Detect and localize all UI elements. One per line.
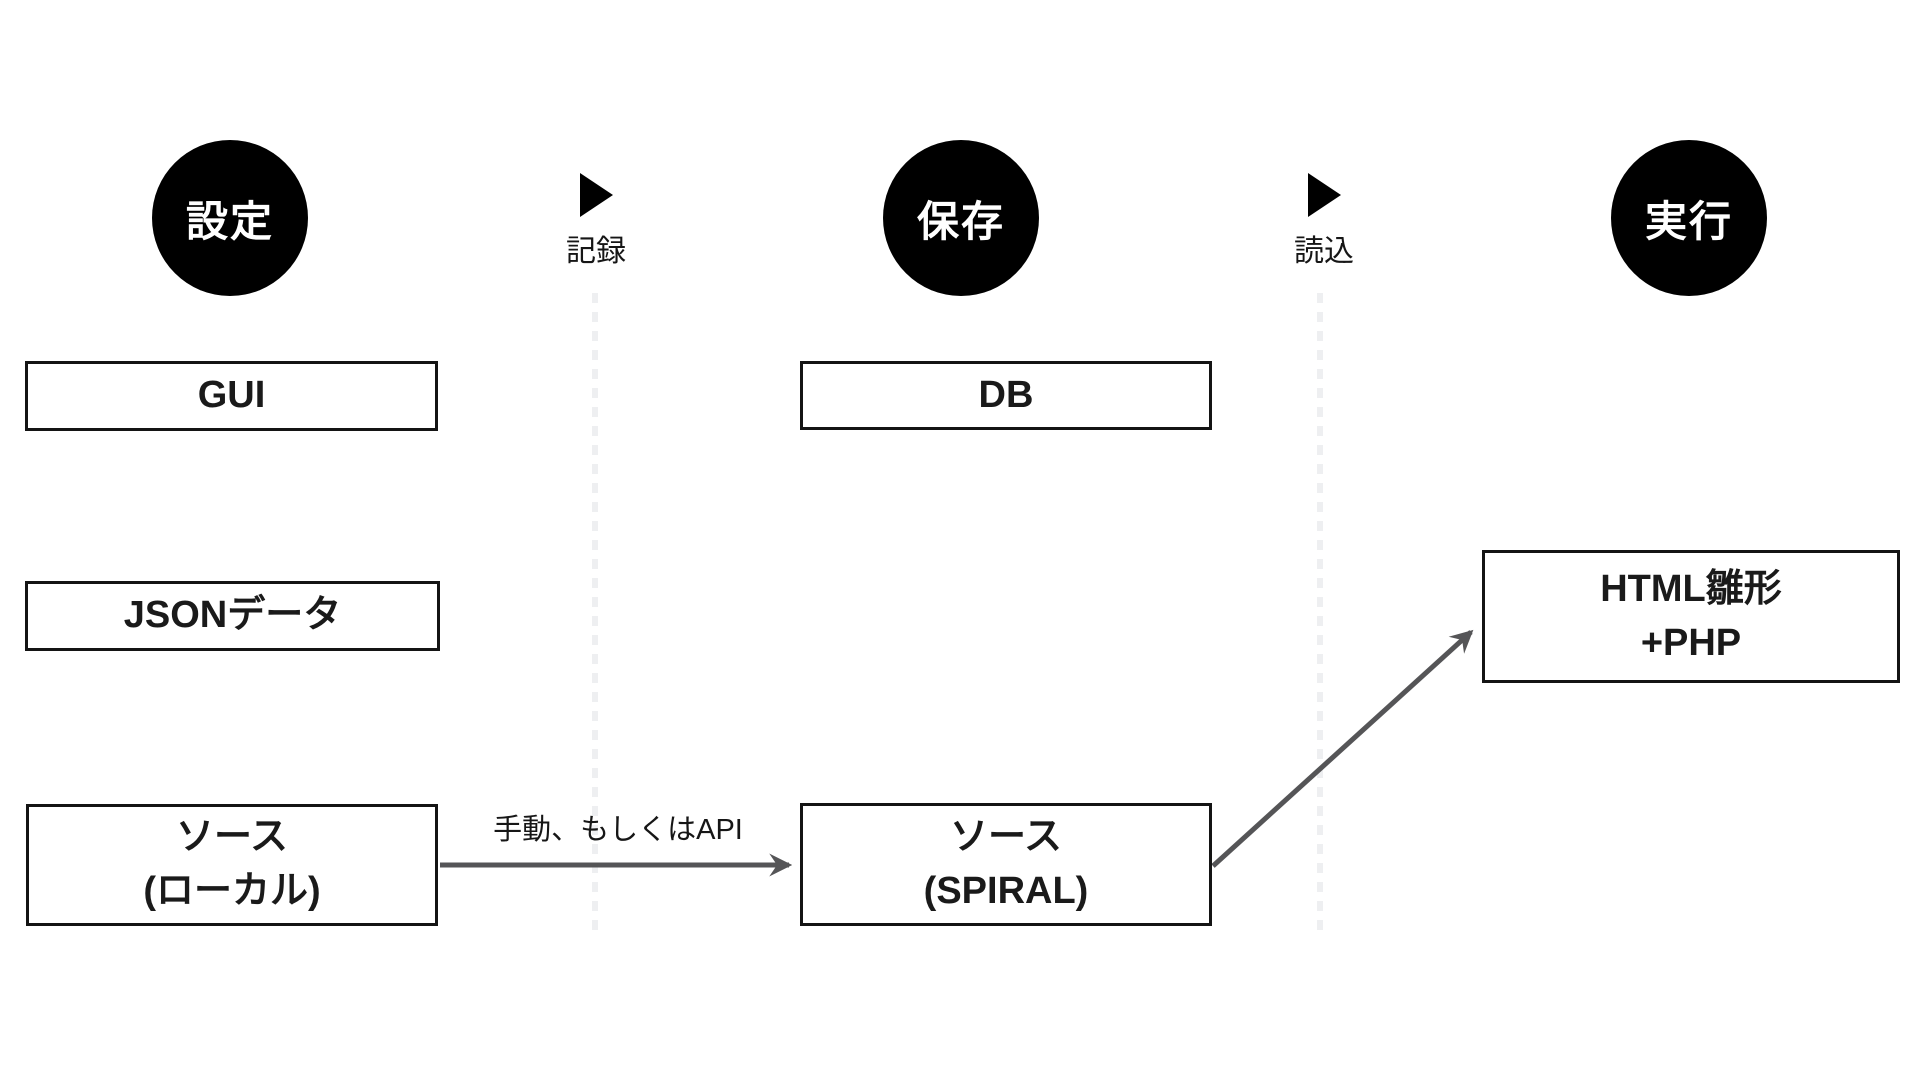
- box-source-local: ソース (ローカル): [26, 804, 438, 926]
- box-gui: GUI: [25, 361, 438, 431]
- play-icon: [1307, 173, 1341, 217]
- transition-record: 記録: [526, 173, 666, 270]
- play-icon: [579, 173, 613, 217]
- arrow-spiral-to-html: [1211, 629, 1474, 868]
- divider-record-column: [592, 293, 598, 938]
- arrow-label-manual-or-api: 手動、もしくはAPI: [493, 814, 743, 846]
- stage-label-execute: 実行: [1644, 197, 1733, 245]
- stage-circle-setup: 設定: [152, 140, 308, 296]
- stage-label-save: 保存: [916, 197, 1005, 245]
- divider-load-column: [1317, 293, 1323, 938]
- box-source-spiral-line2: (SPIRAL): [923, 869, 1089, 912]
- box-json-data: JSONデータ: [25, 581, 440, 651]
- box-html-php-line1: HTML雛形: [1600, 567, 1782, 610]
- box-db-label: DB: [978, 373, 1034, 416]
- box-source-local-line1: ソース: [175, 816, 289, 859]
- transition-label-load: 読込: [1294, 235, 1354, 268]
- stage-label-setup: 設定: [185, 197, 274, 245]
- box-source-local-line2: (ローカル): [143, 870, 321, 912]
- box-source-spiral-line1: ソース: [949, 815, 1063, 858]
- box-html-php-line2: +PHP: [1640, 621, 1742, 664]
- transition-label-record: 記録: [566, 235, 626, 268]
- transition-load: 読込: [1254, 173, 1394, 270]
- box-json-data-label: JSONデータ: [123, 594, 342, 637]
- box-source-spiral: ソース (SPIRAL): [800, 803, 1212, 926]
- box-gui-label: GUI: [197, 374, 266, 417]
- box-html-php: HTML雛形 +PHP: [1482, 550, 1900, 683]
- stage-circle-execute: 実行: [1611, 140, 1767, 296]
- stage-circle-save: 保存: [883, 140, 1039, 296]
- box-db: DB: [800, 361, 1212, 430]
